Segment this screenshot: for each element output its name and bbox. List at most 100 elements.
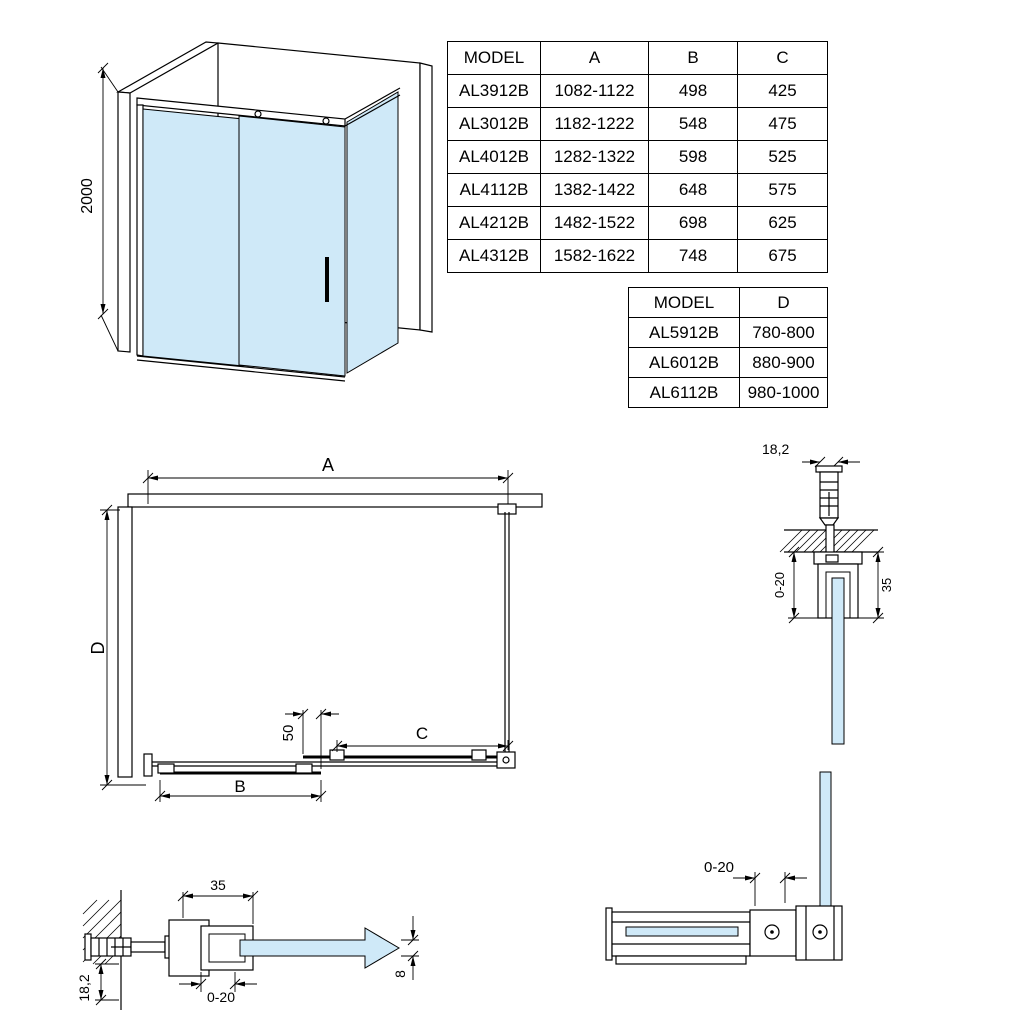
table-row: AL6112B 980-1000 (628, 377, 828, 408)
glass-panel (831, 577, 845, 745)
roller (254, 110, 262, 118)
dim-c: C (331, 724, 514, 752)
spec-table-abc: MODEL A B C AL3912B 1082-1122 498 425 AL… (447, 41, 828, 273)
cell-d: 980-1000 (739, 377, 828, 408)
cell-a: 1382-1422 (540, 173, 649, 207)
side-panel-glass (819, 771, 832, 911)
cell-c: 575 (737, 173, 828, 207)
glass-with-slide-arrow (239, 927, 400, 969)
dim-plug-label: 18,2 (762, 441, 789, 457)
cell-a: 1482-1522 (540, 206, 649, 240)
dim-d: D (88, 504, 146, 791)
dim-adjust-label: 0-20 (772, 572, 787, 598)
dim-adjust-label: 0-20 (207, 989, 235, 1005)
side-glass-panel (344, 87, 401, 374)
cell-a: 1182-1222 (540, 107, 649, 141)
dim-plug-18-2: 18,2 (762, 441, 860, 468)
cell-d: 880-900 (739, 347, 828, 378)
plan-walls (117, 493, 543, 778)
corner-connection-detail: 0-20 (605, 771, 843, 965)
cell-c: 625 (737, 206, 828, 240)
cell-c: 475 (737, 107, 828, 141)
cell-b: 748 (648, 239, 738, 273)
dim-plug-label: 18,2 (76, 974, 92, 1001)
plan-door-assembly (143, 749, 516, 777)
table-header-row: MODEL A B C (447, 41, 828, 75)
dim-profile-label: 35 (210, 877, 226, 893)
cell-model: AL3912B (447, 74, 541, 108)
height-dimension: 2000 (79, 62, 119, 352)
col-header-a: A (540, 41, 649, 75)
table-row: AL4212B 1482-1522 698 625 (447, 206, 828, 240)
top-profile-detail: 18,2 (762, 441, 894, 745)
dim-adjust-0-20: 0-20 (179, 972, 257, 1005)
cell-b: 648 (648, 173, 738, 207)
dim-a-label: A (322, 455, 334, 475)
cell-model: AL6112B (628, 377, 740, 408)
cell-b: 598 (648, 140, 738, 174)
table-row: AL3912B 1082-1122 498 425 (447, 74, 828, 108)
cell-model: AL3012B (447, 107, 541, 141)
table-row: AL4012B 1282-1322 598 525 (447, 140, 828, 174)
dim-profile-label: 35 (879, 578, 894, 592)
dim-overlap-50: 50 (280, 708, 339, 769)
cell-model: AL6012B (628, 347, 740, 378)
col-header-b: B (648, 41, 738, 75)
wall-plug (84, 933, 174, 961)
cell-model: AL4312B (447, 239, 541, 273)
wall-plug (815, 465, 843, 526)
dim-c-label: C (416, 724, 428, 743)
dim-glass-8: 8 (392, 916, 419, 980)
height-dim-label: 2000 (79, 178, 96, 214)
dim-glass-label: 8 (392, 970, 408, 978)
cell-model: AL4212B (447, 206, 541, 240)
dim-adjust-0-20: 0-20 (704, 859, 807, 906)
cell-b: 698 (648, 206, 738, 240)
roller (322, 117, 330, 125)
col-header-c: C (737, 41, 828, 75)
dim-overlap-label: 50 (280, 725, 297, 742)
dim-b: B (154, 777, 327, 802)
dim-profile-35: 35 (177, 877, 259, 924)
table-header-row: MODEL D (628, 287, 828, 318)
col-header-model: MODEL (447, 41, 541, 75)
plan-view: A D C 50 B (88, 455, 543, 802)
dim-b-label: B (234, 777, 245, 796)
dim-profile-35: 35 (858, 546, 894, 624)
dim-adjust-label: 0-20 (704, 859, 734, 876)
cell-b: 498 (648, 74, 738, 108)
panel-clamp (795, 905, 843, 961)
col-header-d: D (739, 287, 828, 318)
cell-model: AL4112B (447, 173, 541, 207)
table-row: AL4112B 1382-1422 648 575 (447, 173, 828, 207)
dim-plug-18-2: 18,2 (76, 958, 119, 1006)
cell-c: 425 (737, 74, 828, 108)
spec-table-d: MODEL D AL5912B 780-800 AL6012B 880-900 … (628, 287, 828, 408)
cell-a: 1282-1322 (540, 140, 649, 174)
glass-in-rail (625, 926, 739, 937)
cell-a: 1082-1122 (540, 74, 649, 108)
cell-d: 780-800 (739, 317, 828, 348)
bottom-rail (605, 907, 751, 965)
cell-b: 548 (648, 107, 738, 141)
isometric-shower-view: 2000 (79, 41, 433, 382)
table-row: AL5912B 780-800 (628, 317, 828, 348)
wall-profile-detail: 35 0-20 8 18,2 (76, 877, 419, 1010)
cell-model: AL4012B (447, 140, 541, 174)
sliding-direction-arrow (239, 927, 400, 969)
table-row: AL3012B 1182-1222 548 475 (447, 107, 828, 141)
table-row: AL4312B 1582-1622 748 675 (447, 239, 828, 273)
corner-connector (749, 909, 797, 957)
cell-model: AL5912B (628, 317, 740, 348)
table-row: AL6012B 880-900 (628, 347, 828, 378)
glass-panel (819, 771, 832, 911)
cell-c: 525 (737, 140, 828, 174)
sliding-door-assembly (136, 97, 346, 382)
col-header-model: MODEL (628, 287, 740, 318)
cell-a: 1582-1622 (540, 239, 649, 273)
profile-assembly (813, 524, 863, 745)
dim-a: A (142, 455, 514, 504)
dim-d-label: D (88, 642, 108, 655)
cell-c: 675 (737, 239, 828, 273)
plan-side-panel (497, 503, 517, 756)
